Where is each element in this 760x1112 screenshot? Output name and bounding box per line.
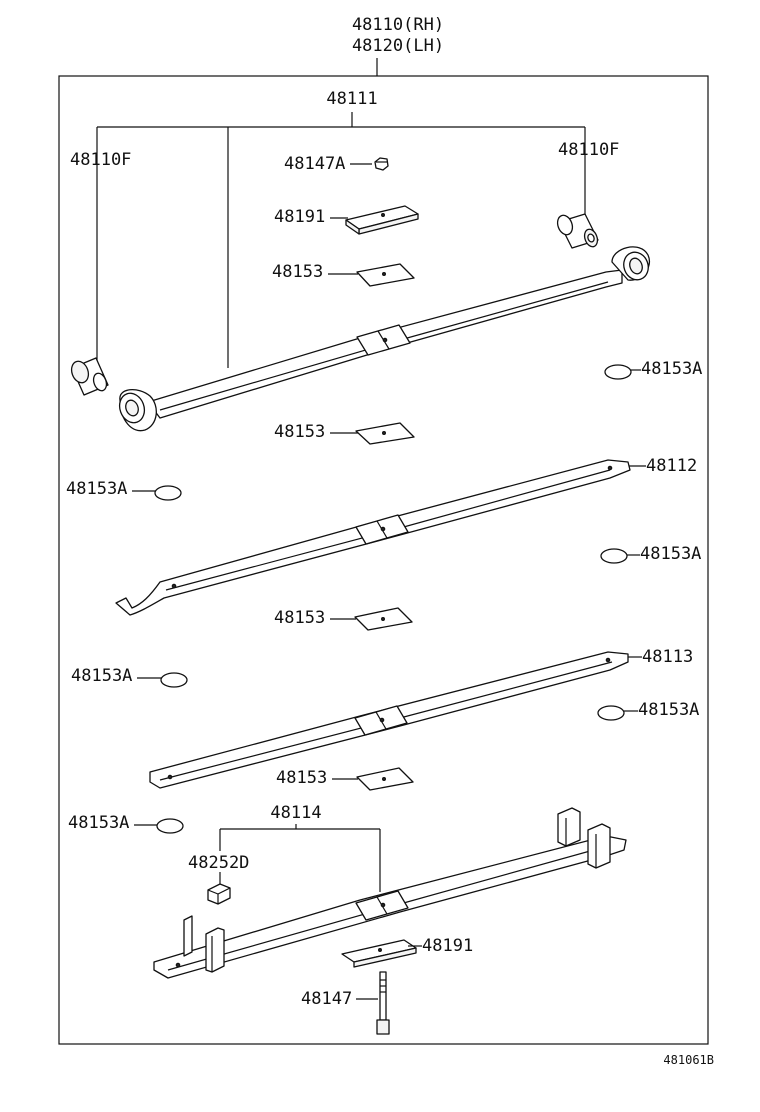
center-bolt-label[interactable]: 48147 xyxy=(301,989,352,1009)
pad-a-6-label[interactable]: 48153A xyxy=(68,813,129,833)
pad-a-6-part xyxy=(156,818,184,834)
pad-a-3-label[interactable]: 48153A xyxy=(640,544,701,564)
diagram-frame xyxy=(58,75,709,1045)
pad-a-3-part xyxy=(600,548,628,564)
pad-top-label[interactable]: 48153 xyxy=(272,262,323,282)
clip-bottom-label[interactable]: 48191 xyxy=(422,936,473,956)
nut-label[interactable]: 48147A xyxy=(284,154,345,174)
bushing-right-label[interactable]: 48110F xyxy=(558,140,619,160)
pad-top-part xyxy=(356,263,415,287)
clip-top-part xyxy=(345,205,419,235)
nut-part xyxy=(374,157,389,171)
bushing-left-part xyxy=(70,357,109,396)
pad-3-part xyxy=(354,607,413,631)
pad-2-part xyxy=(355,422,415,445)
leaf-no1-label[interactable]: 48111 xyxy=(326,89,377,109)
pad-4-label[interactable]: 48153 xyxy=(276,768,327,788)
pad-a-4-label[interactable]: 48153A xyxy=(71,666,132,686)
bushing-left-label[interactable]: 48110F xyxy=(70,150,131,170)
clip-bolt-label[interactable]: 48252D xyxy=(188,853,249,873)
leaf-no4-label[interactable]: 48114 xyxy=(270,803,321,823)
leaf-no1-part xyxy=(118,246,651,432)
leaf-no1-leaders xyxy=(96,112,586,368)
pad-a-4-part xyxy=(160,672,188,688)
assembly-label-rh[interactable]: 48110(RH) xyxy=(352,15,444,35)
leaf-no4-part xyxy=(153,807,627,979)
clip-bolt-part xyxy=(207,883,231,905)
pad-a-5-part xyxy=(597,705,625,721)
bushing-right-part xyxy=(556,213,599,249)
pad-a-1-part xyxy=(604,364,632,380)
pad-a-2-label[interactable]: 48153A xyxy=(66,479,127,499)
diagram-code: 481061B xyxy=(663,1053,714,1067)
pad-a-2-part xyxy=(154,485,182,501)
pad-a-1-label[interactable]: 48153A xyxy=(641,359,702,379)
leaf-no3-part xyxy=(149,651,629,789)
pad-2-label[interactable]: 48153 xyxy=(274,422,325,442)
center-bolt-part xyxy=(376,971,390,1035)
pad-4-part xyxy=(356,767,414,791)
clip-top-label[interactable]: 48191 xyxy=(274,207,325,227)
pad-a-5-label[interactable]: 48153A xyxy=(638,700,699,720)
leaf-no2-label[interactable]: 48112 xyxy=(646,456,697,476)
pad-3-label[interactable]: 48153 xyxy=(274,608,325,628)
assembly-label-lh[interactable]: 48120(LH) xyxy=(352,36,444,56)
leaf-no2-part xyxy=(115,459,631,616)
leaf-no4-leaders xyxy=(219,824,381,892)
leaf-no3-label[interactable]: 48113 xyxy=(642,647,693,667)
clip-bottom-part xyxy=(341,939,417,968)
